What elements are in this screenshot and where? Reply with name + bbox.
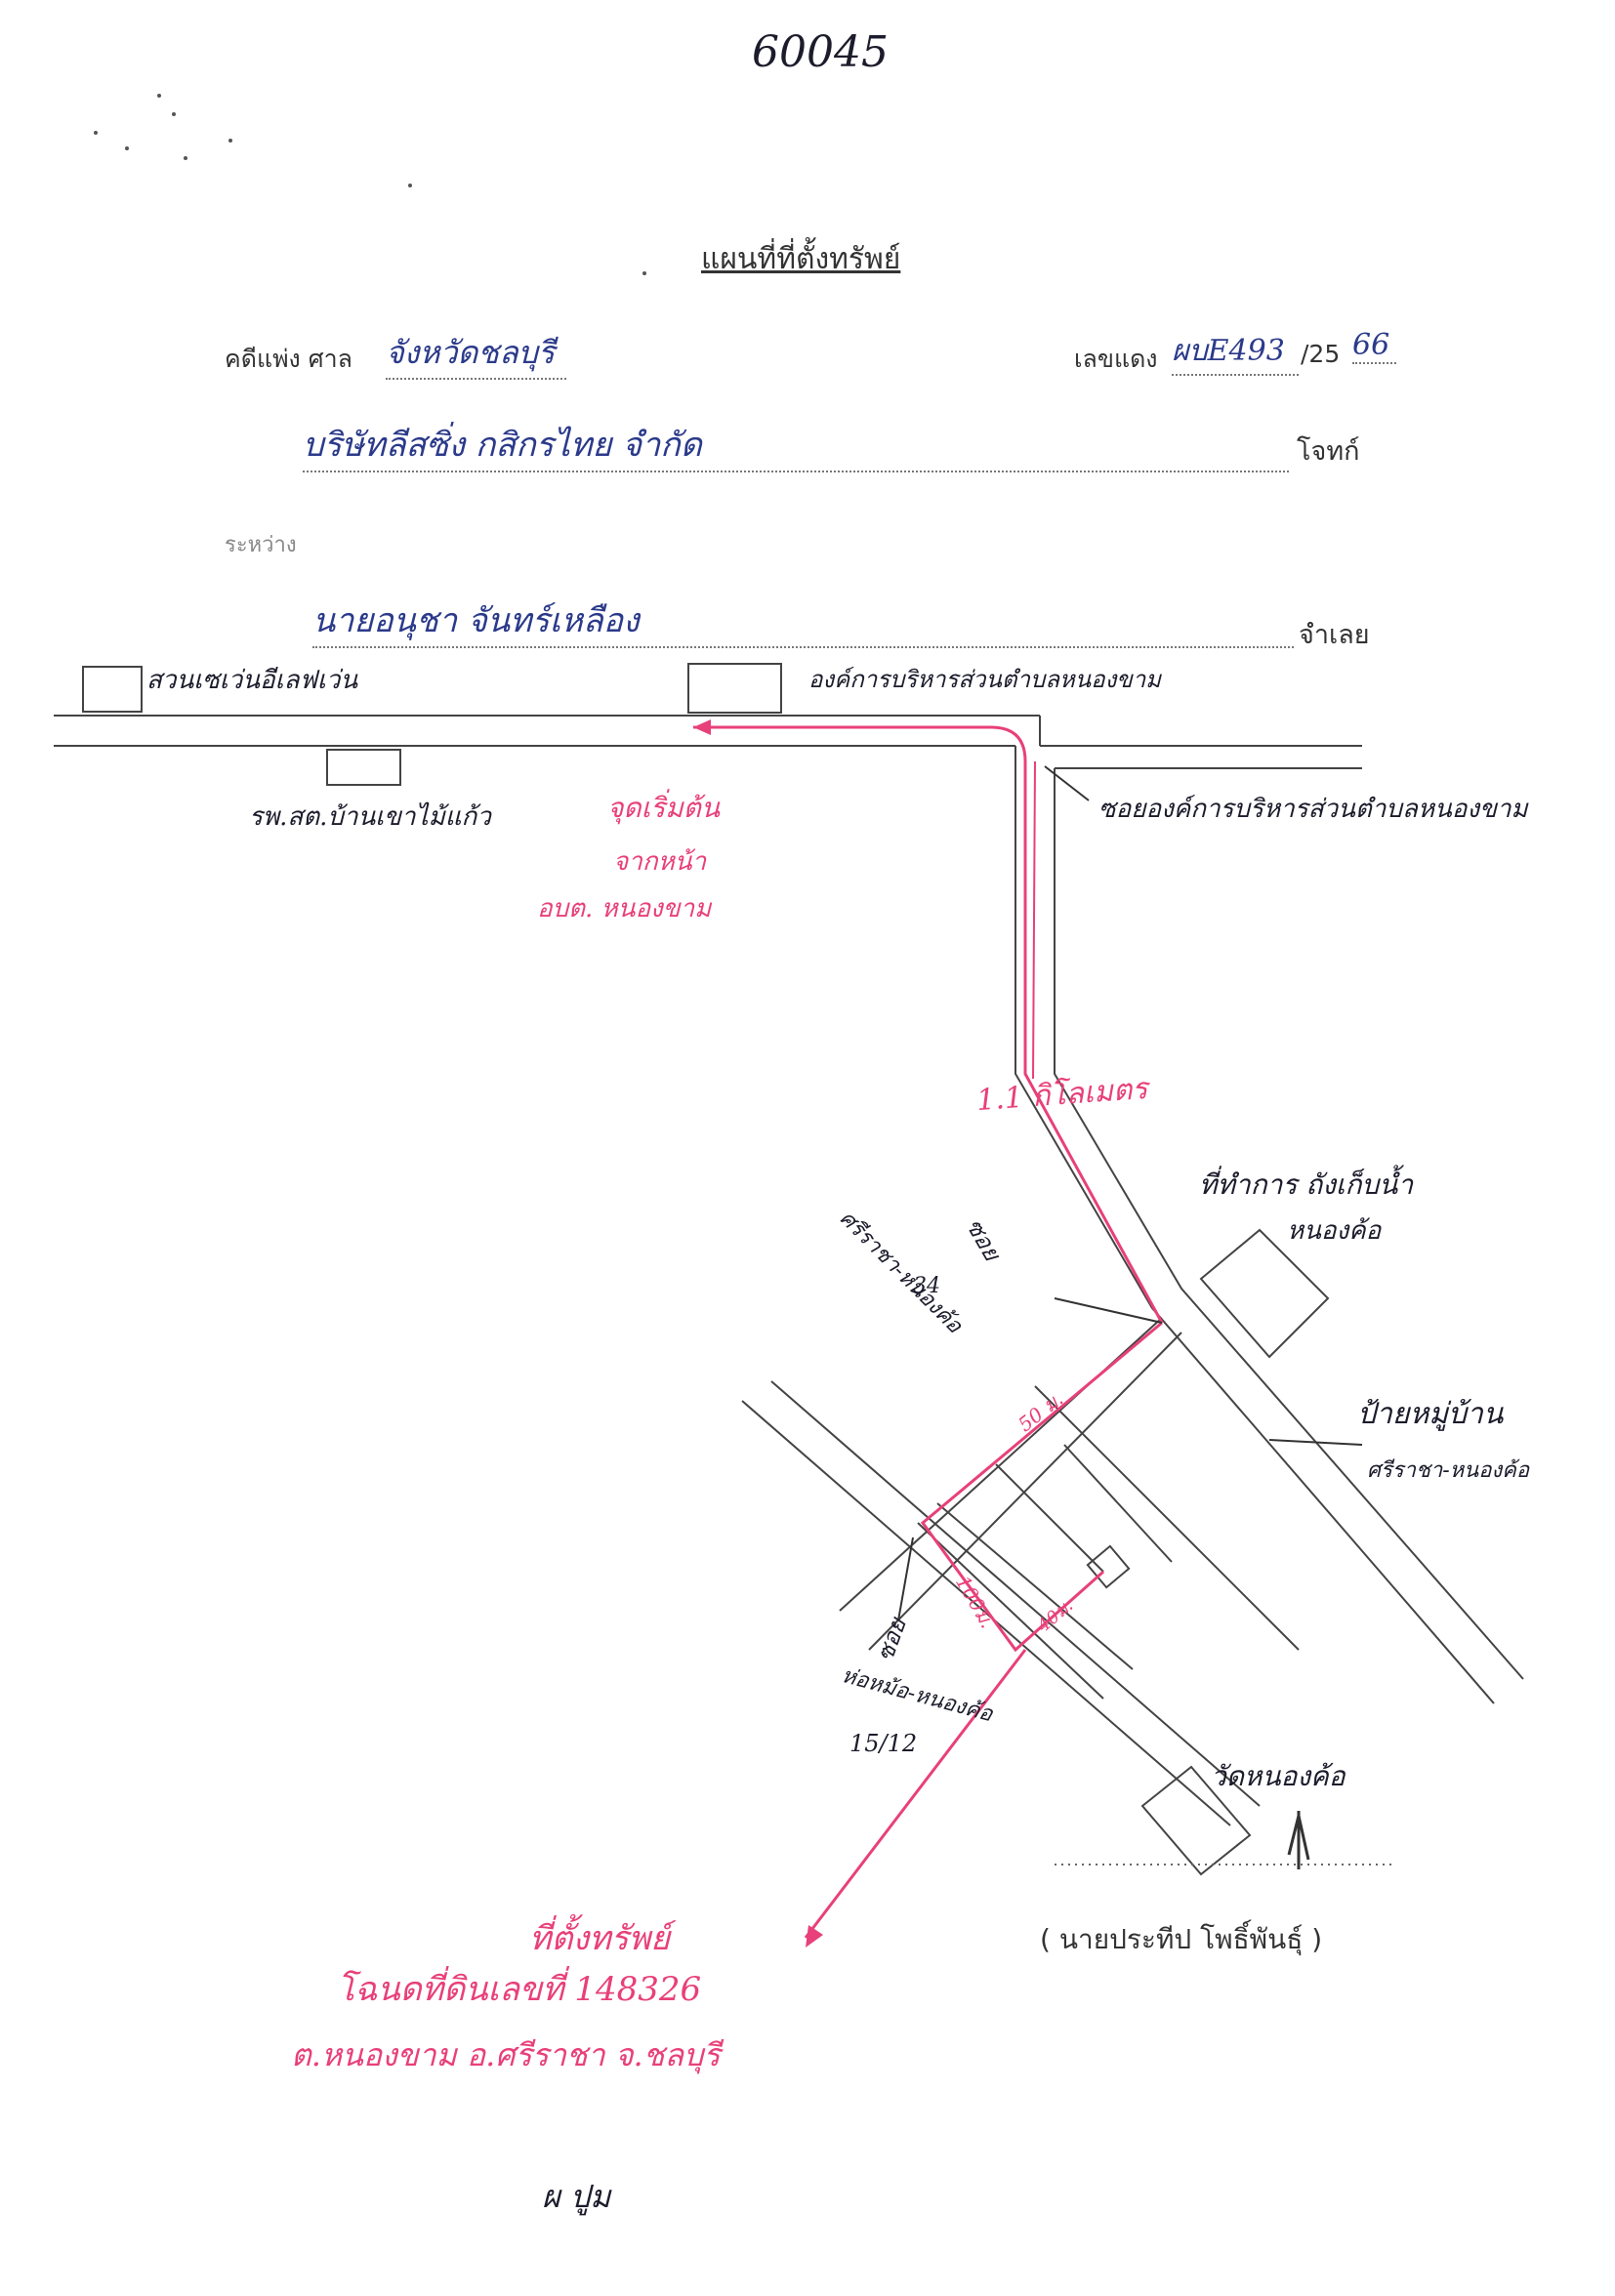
water-tank-label-2: หนองค้อ [1287,1216,1382,1246]
scan-specks [94,94,646,275]
route-inner [920,1321,1163,1653]
year-prefix: /25 [1301,340,1341,368]
court-name: จังหวัดชลบุรี [386,328,566,380]
soi-top-label-3: 34 [913,1274,940,1298]
water-tank-building [1199,1228,1330,1359]
vertical-road-right [1039,716,1524,1680]
side-road-4 [868,1332,1182,1651]
plaintiff-role: โจทก์ [1297,436,1360,467]
case-label: คดีแพ่ง ศาล [225,345,352,373]
village-sign-label-2: ศรีราชา-หนองค้อ [1367,1458,1530,1483]
start-point-label-2: จากหน้า [613,847,707,877]
temple-label: วัดหนองค้อ [1211,1760,1346,1792]
start-point-label-3: อบต. หนองขาม [537,894,712,923]
hospital-label: รพ.สต.บ้านเขาไม้แก้ว [249,802,491,832]
route-main [693,725,1164,1324]
start-point-label-1: จุดเริ่มต้น [607,792,720,824]
pointer-sao-soi [1044,765,1090,801]
route-arrowhead-property [806,1925,823,1948]
top-note: 60045 [752,27,889,77]
side-road-8 [1063,1444,1173,1563]
route-to-property [804,1649,1027,1939]
soi-bottom-label-3: 15/12 [849,1730,918,1757]
defendant-name: นายอนุชา จันทร์เหลือง [312,594,1294,648]
side-road-9 [995,1463,1104,1573]
side-road-7 [1034,1385,1300,1651]
side-road-5 [917,1522,1104,1700]
route-arrowhead-start [693,719,711,735]
location-deed: โฉนดที่ดินเลขที่ 148326 [337,1970,702,2009]
side-road-2 [770,1380,1261,1807]
bottom-note: ผ ปูม [542,2178,611,2215]
store-label: สวนเซเว่นอีเลฟเว่น [146,666,358,695]
red-no: ผบE493 [1172,328,1299,376]
location-address: ต.หนองขาม อ.ศรีราชา จ.ชลบุรี [291,2036,721,2073]
side-road-1 [741,1400,1231,1826]
sao-soi-label: ซอยองค์การบริหารส่วนตำบลหนองขาม [1098,795,1528,824]
red-no-label: เลขแดง [1074,345,1158,373]
village-sign-label-1: ป้ายหมู่บ้าน [1357,1397,1504,1431]
pointer-soi-top [1054,1297,1163,1324]
route-main-inner [1032,760,1036,1080]
signatory-name: ( นายประทีป โพธิ์พันธุ์ ) [1040,1923,1323,1955]
plaintiff-name: บริษัทลีสซิ่ง กสิกรไทย จำกัด [303,418,1289,472]
sao-building [687,663,782,714]
temple-building [1140,1765,1252,1876]
defendant-role: จำเลย [1299,620,1370,650]
year: 66 [1352,328,1396,364]
pointer-soi-bottom [897,1537,914,1621]
location-title: ที่ตั้งทรัพย์ [529,1919,671,1958]
page-title: แผนที่ที่ตั้งทรัพย์ [701,242,901,276]
between-label: ระหว่าง [225,533,297,557]
vertical-road-left [1015,746,1495,1704]
store-building [82,666,143,713]
pointer-village-sign [1268,1439,1363,1446]
hospital-building [326,749,401,786]
sao-office-label: องค์การบริหารส่วนตำบลหนองขาม [808,666,1161,693]
water-tank-label-1: ที่ทำการ ถังเก็บน้ำ [1199,1168,1414,1201]
side-road-6 [936,1502,1134,1670]
